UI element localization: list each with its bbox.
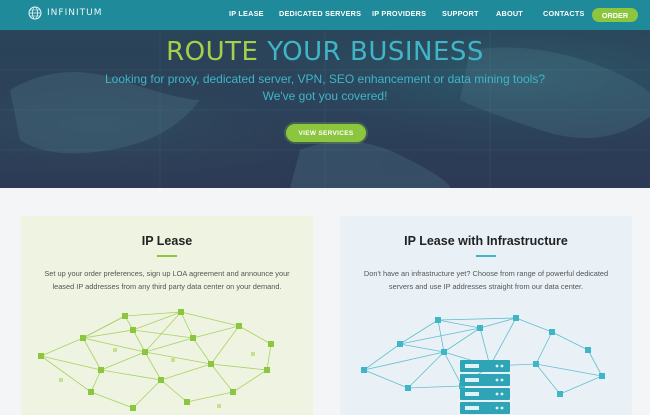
nav-contacts[interactable]: CONTACTS xyxy=(543,9,585,18)
nav-about[interactable]: ABOUT xyxy=(496,9,523,18)
hero-title-part1: ROUTE xyxy=(166,37,259,67)
card-ip-lease[interactable]: IP Lease Set up your order preferences, … xyxy=(21,216,313,415)
card-ip-lease-infrastructure[interactable]: IP Lease with Infrastructure Don't have … xyxy=(340,216,632,415)
nav-support[interactable]: SUPPORT xyxy=(442,9,479,18)
order-button[interactable]: ORDER xyxy=(592,8,638,22)
nav-ip-lease[interactable]: IP LEASE xyxy=(229,9,264,18)
card-title: IP Lease with Infrastructure xyxy=(404,234,568,248)
hero-title: ROUTE YOUR BUSINESS xyxy=(0,37,650,67)
server-network-icon xyxy=(361,315,605,414)
card-title: IP Lease xyxy=(141,234,193,248)
title-underline xyxy=(476,255,496,257)
card-description: Set up your order preferences, sign up L… xyxy=(31,267,303,293)
brand-logo[interactable]: INFINITUM xyxy=(28,6,102,20)
nav-ip-providers[interactable]: IP PROVIDERS xyxy=(372,9,427,18)
card-description: Don't have an infrastructure yet? Choose… xyxy=(350,267,622,293)
card-description-line2: servers and use IP addresses straight fr… xyxy=(388,282,584,291)
card-description-line2: leased IP addresses from any third party… xyxy=(52,282,282,291)
brand-name: INFINITUM xyxy=(47,8,103,18)
hero-background-map xyxy=(0,30,650,188)
hero-banner: ROUTE YOUR BUSINESS Looking for proxy, d… xyxy=(0,30,650,188)
hero-subtitle-line1: Looking for proxy, dedicated server, VPN… xyxy=(104,72,546,86)
title-underline xyxy=(157,255,177,257)
view-services-button[interactable]: VIEW SERVICES xyxy=(286,124,366,142)
server-rack-icon xyxy=(460,360,510,414)
hero-subtitle-line2: We've got you covered! xyxy=(262,89,388,103)
card-description-line1: Set up your order preferences, sign up L… xyxy=(44,269,290,278)
hero-subtitle: Looking for proxy, dedicated server, VPN… xyxy=(0,71,650,105)
card-description-line1: Don't have an infrastructure yet? Choose… xyxy=(363,269,609,278)
nav-dedicated-servers[interactable]: DEDICATED SERVERS xyxy=(279,9,362,18)
hero-title-part2: YOUR BUSINESS xyxy=(267,37,484,67)
network-nodes-icon xyxy=(38,309,274,411)
top-navbar: INFINITUM IP LEASE DEDICATED SERVERS IP … xyxy=(0,0,650,30)
globe-icon xyxy=(28,6,42,20)
